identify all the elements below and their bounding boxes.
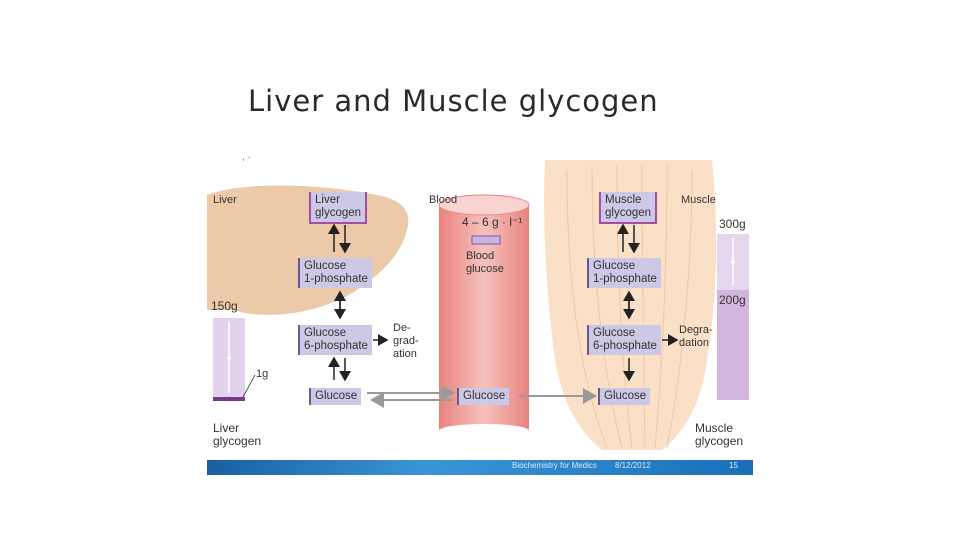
label-liver: Liver bbox=[213, 194, 237, 206]
liver-store-small: 1g bbox=[256, 368, 269, 380]
transport-arrows bbox=[367, 385, 597, 408]
muscle-store-top: 300g bbox=[719, 217, 746, 231]
box-liver-glucose: Glucose bbox=[309, 388, 362, 405]
liver-degradation: De- grad- ation bbox=[393, 322, 419, 360]
footer-source: Biochemistry for Medics bbox=[512, 461, 597, 470]
box-muscle-g1p: Glucose 1-phosphate bbox=[587, 258, 661, 288]
box-liver-g6p: Glucose 6-phosphate bbox=[298, 325, 372, 355]
muscle-arrows bbox=[617, 223, 679, 382]
muscle-fibres bbox=[566, 164, 693, 449]
muscle-store-mid: 200g bbox=[719, 293, 746, 307]
liver-organ bbox=[207, 185, 409, 315]
liver-store-caption: Liver glycogen bbox=[213, 421, 262, 448]
label-muscle: Muscle bbox=[681, 194, 716, 206]
cropped-text: , · bbox=[242, 152, 251, 163]
slide-footer-bar: Biochemistry for Medics 8/12/2012 15 bbox=[207, 460, 753, 475]
box-muscle-g6p: Glucose 6-phosphate bbox=[587, 325, 661, 355]
box-muscle-glucose: Glucose bbox=[598, 388, 651, 405]
muscle-store-bar-bottom bbox=[717, 290, 749, 400]
liver-store-amount: 150g bbox=[211, 299, 238, 313]
footer-page: 15 bbox=[729, 461, 738, 470]
box-liver-glycogen: Liver glycogen bbox=[309, 192, 368, 224]
blood-glucose-bar bbox=[471, 235, 501, 245]
muscle-store-caption: Muscle glycogen bbox=[695, 421, 744, 448]
blood-glucose-label: Blood glucose bbox=[466, 250, 504, 275]
liver-arrows bbox=[328, 223, 389, 382]
diagram-graphics bbox=[207, 160, 749, 450]
blood-concentration: 4 – 6 g · l⁻¹ bbox=[462, 215, 523, 229]
glycogen-diagram: , · Liver Blood Muscle Liver glycogen Gl… bbox=[207, 150, 753, 475]
muscle-degradation: Degra- dation bbox=[679, 324, 713, 349]
slide-title: Liver and Muscle glycogen bbox=[248, 84, 659, 118]
box-liver-g1p: Glucose 1-phosphate bbox=[298, 258, 372, 288]
blood-vessel bbox=[439, 199, 529, 430]
muscle-organ bbox=[544, 160, 717, 450]
footer-date: 8/12/2012 bbox=[615, 461, 651, 470]
box-muscle-glycogen: Muscle glycogen bbox=[599, 192, 658, 224]
label-blood: Blood bbox=[429, 194, 458, 206]
box-blood-glucose: Glucose bbox=[457, 388, 510, 405]
